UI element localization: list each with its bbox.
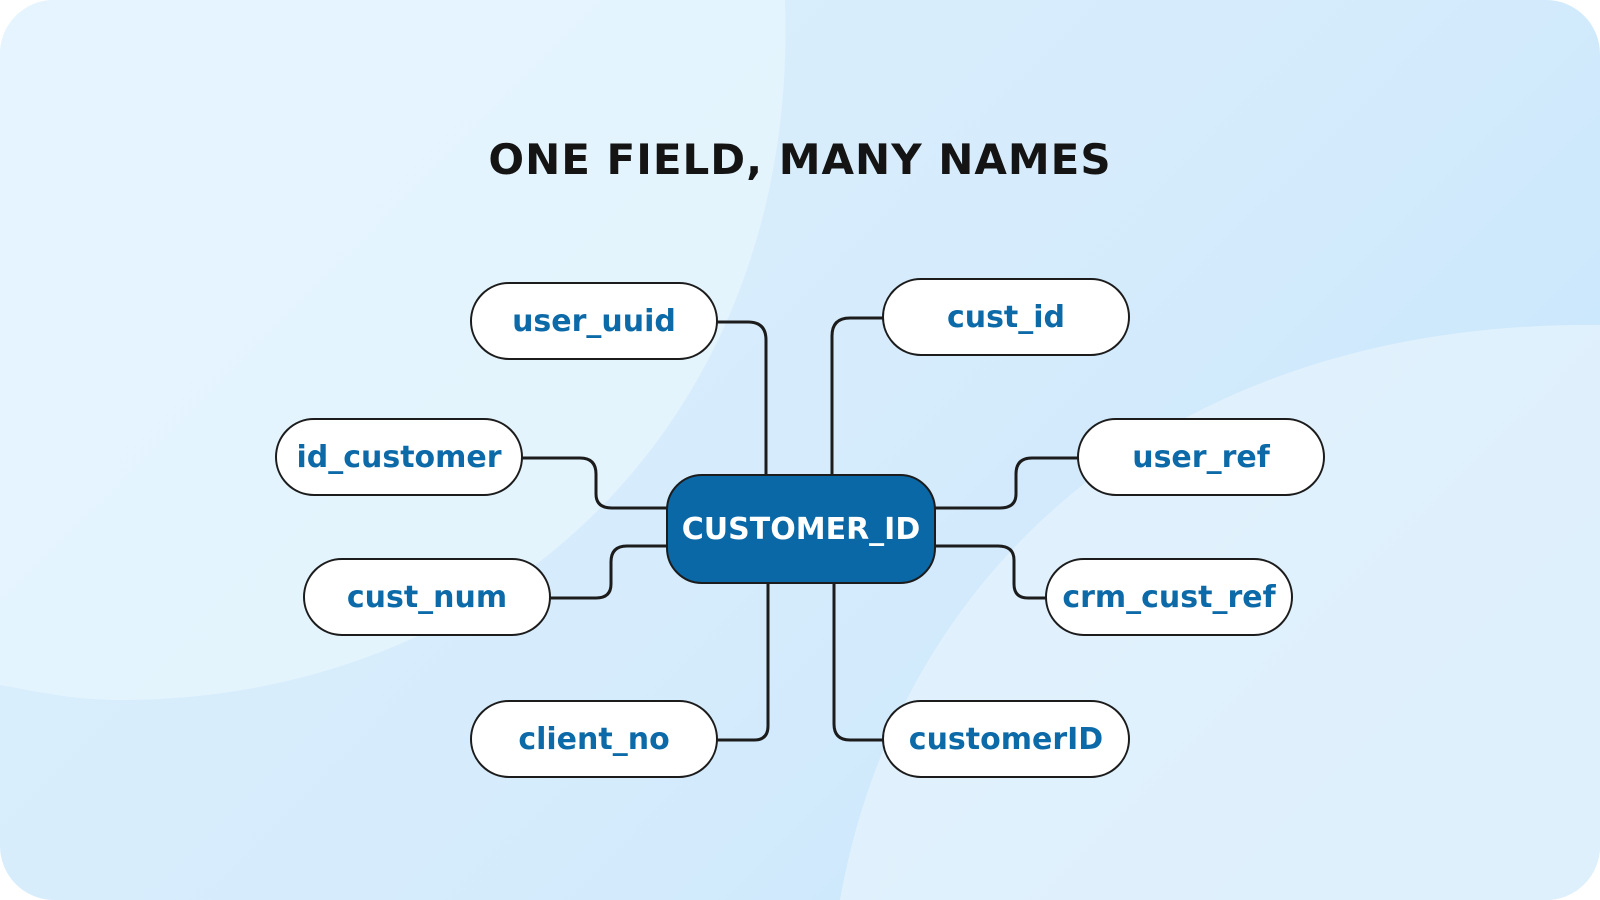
connector-user-uuid bbox=[716, 320, 768, 476]
field-name-client-no: client_no bbox=[470, 700, 718, 778]
center-field-node: CUSTOMER_ID bbox=[666, 474, 936, 584]
field-name-user-ref: user_ref bbox=[1077, 418, 1325, 496]
connector-cust-id bbox=[830, 316, 884, 476]
connector-user-ref bbox=[934, 456, 1079, 510]
connector-id-customer bbox=[521, 456, 668, 510]
background-curve-left bbox=[0, 0, 786, 700]
connector-cust-num bbox=[549, 544, 668, 600]
diagram-title: ONE FIELD, MANY NAMES bbox=[488, 135, 1112, 184]
field-name-cust-num: cust_num bbox=[303, 558, 551, 636]
connector-client-no bbox=[716, 582, 770, 742]
field-name-user-uuid: user_uuid bbox=[470, 282, 718, 360]
connector-customerid bbox=[832, 582, 884, 742]
field-name-cust-id: cust_id bbox=[882, 278, 1130, 356]
field-name-crm-cust-ref: crm_cust_ref bbox=[1045, 558, 1293, 636]
connector-crm-cust-ref bbox=[934, 544, 1047, 600]
field-name-customerid: customerID bbox=[882, 700, 1130, 778]
field-name-id-customer: id_customer bbox=[275, 418, 523, 496]
